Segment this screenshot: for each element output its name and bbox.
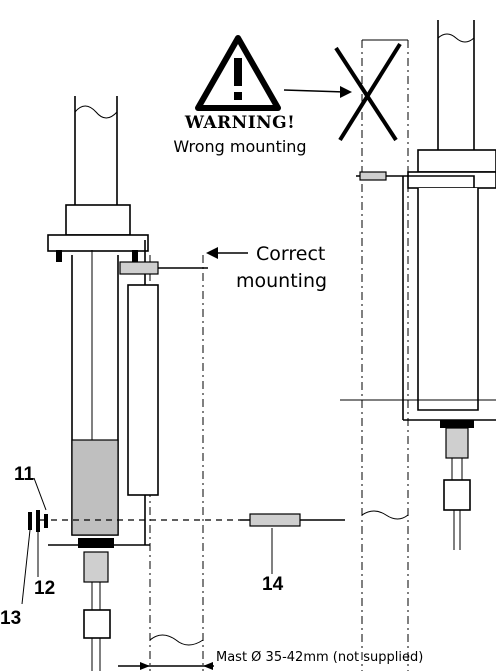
callout-11: 11 [14,464,35,485]
wrong-mounting-illustration [340,20,496,671]
callout-14: 14 [262,574,284,595]
correct-label-line2: mounting [236,270,327,292]
wrong-antenna-break [437,33,475,43]
correct-flange [65,204,131,236]
correct-antenna-tube [74,96,118,205]
correct-connector-thread [83,551,109,583]
correct-tube-shade [71,439,119,536]
wrong-cross-icon [334,42,402,142]
correct-mounting-illustration [28,96,345,671]
part-11-washer [44,514,48,528]
warning-triangle-icon [195,35,281,111]
callout-leaders [21,477,273,605]
correct-mast-break [149,634,204,646]
leader-13 [21,529,31,605]
wrong-flange [417,149,496,173]
wrong-plug-cable [453,510,461,550]
wrong-mast-break [361,510,409,520]
wrong-bolt [359,171,387,181]
wrong-connector-thread [445,427,469,459]
correct-flange-base [47,234,149,252]
dimension-arrow-left [140,662,150,670]
wrong-connector-nut [440,420,474,428]
mast-dimension [118,662,214,670]
warning-subtitle: Wrong mounting [173,137,306,156]
correct-arrow [206,247,248,259]
correct-connector-nut [78,538,114,548]
correct-antenna-break [74,105,118,119]
wrong-cable [451,458,463,480]
callout-12: 12 [34,578,55,599]
correct-plug-cable [91,638,101,671]
part-12-washer [36,510,40,532]
correct-cable [91,582,101,610]
callout-13: 13 [0,608,21,629]
wrong-bracket-top [356,175,475,188]
wrong-plug [443,479,471,511]
wrong-flange-base [407,171,496,189]
wrong-antenna-tube [437,20,475,150]
leader-11 [33,477,47,511]
mast-note: Mast Ø 35-42mm (not supplied) [216,650,423,665]
wrong-antenna-lower [417,188,479,411]
warning-arrow [283,86,352,98]
correct-label-line1: Correct [256,243,325,265]
dimension-arrow-right [203,662,213,670]
part-13-nut [28,512,32,530]
part-14-bolt-thread [249,513,301,527]
warning-title: WARNING! [184,113,295,133]
correct-bolt-14-top [119,261,159,275]
correct-flange-bolt-left [56,250,62,262]
correct-bracket-plate [127,284,159,496]
correct-flange-bolt-right [132,250,138,262]
correct-plug [83,609,111,639]
